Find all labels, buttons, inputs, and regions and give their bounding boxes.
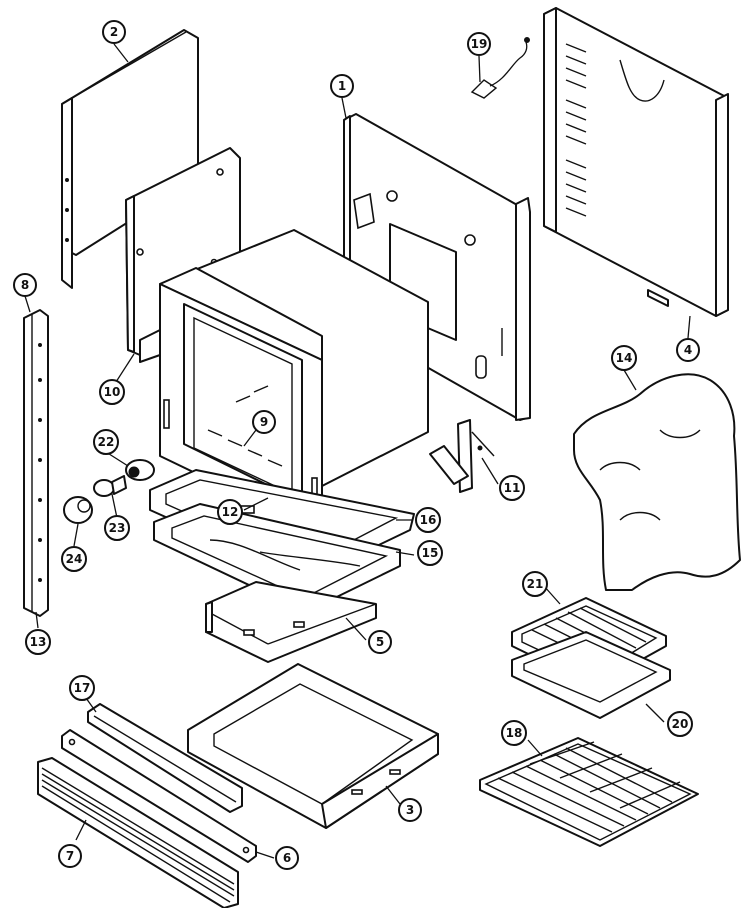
svg-text:24: 24 [66, 552, 83, 566]
callout-5: 5 [368, 630, 392, 654]
svg-text:2: 2 [110, 25, 118, 39]
part-20-broiler-pan [511, 631, 671, 719]
callout-11: 11 [499, 475, 525, 501]
callout-24: 24 [61, 546, 87, 572]
part-13-side-strip [23, 309, 49, 617]
callout-1: 1 [330, 74, 354, 98]
svg-text:18: 18 [506, 726, 523, 740]
callout-9: 9 [252, 410, 276, 434]
svg-text:7: 7 [66, 849, 74, 863]
svg-text:1: 1 [338, 79, 346, 93]
svg-text:13: 13 [30, 635, 47, 649]
callout-6: 6 [275, 846, 299, 870]
callout-14: 14 [611, 345, 637, 371]
svg-text:22: 22 [98, 435, 115, 449]
callout-21: 21 [522, 571, 548, 597]
callout-18: 18 [501, 720, 527, 746]
svg-text:14: 14 [616, 351, 633, 365]
part-19-wire-sensor [470, 37, 530, 99]
callout-22: 22 [93, 429, 119, 455]
callout-10: 10 [99, 379, 125, 405]
svg-text:12: 12 [222, 505, 239, 519]
svg-text:21: 21 [527, 577, 544, 591]
part-17-trim-rail [87, 703, 243, 813]
callout-16: 16 [415, 507, 441, 533]
part-4-rear-cover [543, 7, 729, 317]
svg-text:4: 4 [684, 343, 692, 357]
callout-15: 15 [417, 540, 443, 566]
callout-23: 23 [104, 515, 130, 541]
vent-slots [565, 43, 587, 217]
callout-20: 20 [667, 711, 693, 737]
callout-4: 4 [676, 338, 700, 362]
svg-text:5: 5 [376, 635, 384, 649]
part-18-oven-rack [479, 737, 699, 847]
part-15-bottom-assembly [153, 503, 401, 613]
callout-13: 13 [25, 629, 51, 655]
part-5-support-channel [205, 581, 377, 663]
part-22-lamp-socket [125, 459, 155, 481]
part-24-lamp-cover [63, 496, 93, 524]
svg-text:10: 10 [104, 385, 121, 399]
part-7-kick-panel [37, 757, 239, 908]
svg-text:11: 11 [504, 481, 521, 495]
svg-text:6: 6 [283, 851, 291, 865]
callout-8: 8 [13, 273, 37, 297]
callout-7: 7 [58, 844, 82, 868]
svg-text:23: 23 [109, 521, 126, 535]
part-3-drawer-frame [187, 663, 439, 829]
svg-text:9: 9 [260, 415, 268, 429]
callout-2: 2 [102, 20, 126, 44]
part-6-drawer-rail [61, 729, 257, 863]
callout-3: 3 [398, 798, 422, 822]
callout-12: 12 [217, 499, 243, 525]
callout-19: 19 [467, 32, 491, 56]
part-14-insulation [573, 373, 741, 591]
part-11-hinge-bracket [429, 419, 495, 493]
svg-text:8: 8 [21, 278, 29, 292]
svg-text:20: 20 [672, 717, 689, 731]
svg-text:3: 3 [406, 803, 414, 817]
callout-17: 17 [69, 675, 95, 701]
svg-text:19: 19 [471, 37, 488, 51]
callouts: 2 19 1 8 10 4 14 9 22 11 23 12 16 24 15 … [13, 20, 700, 870]
svg-text:16: 16 [420, 513, 437, 527]
part-23-lamp-bulb [93, 475, 127, 497]
svg-text:15: 15 [422, 546, 439, 560]
svg-text:17: 17 [74, 681, 91, 695]
